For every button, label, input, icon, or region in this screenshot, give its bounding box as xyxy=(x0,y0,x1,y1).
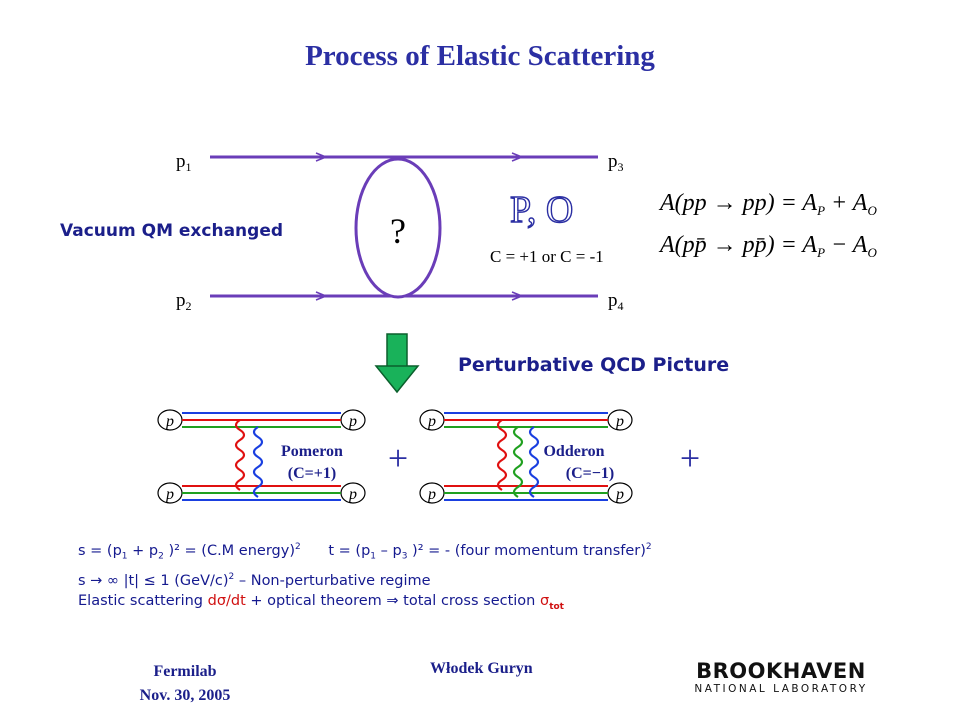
svg-text:p: p xyxy=(348,413,357,430)
label-p4: p4 xyxy=(608,290,624,313)
exchange-symbols: P, O xyxy=(510,189,573,231)
formula-line-1: s = (p1 + p2 )² = (C.M energy)2 t = (p1 … xyxy=(78,542,652,562)
brookhaven-logo: BROOKHAVEN NATIONAL LABORATORY xyxy=(686,658,876,698)
plus-sign-2: + xyxy=(680,438,700,478)
vacuum-label: Vacuum QM exchanged xyxy=(60,221,284,241)
plus-sign-1: + xyxy=(388,438,408,478)
down-arrow-icon xyxy=(374,333,420,394)
page-title: Process of Elastic Scattering xyxy=(305,40,655,72)
pomeron-name: Pomeron xyxy=(281,443,343,460)
footer-author: Włodek Guryn xyxy=(430,660,533,677)
svg-text:p: p xyxy=(615,413,624,430)
top-arrow-left xyxy=(315,152,329,162)
svg-text:p: p xyxy=(427,486,436,503)
footer-fermilab: Fermilab xyxy=(153,663,217,680)
odderon-diagram: p p p p Odderon (C=−1) xyxy=(419,409,633,504)
footer-institution: Fermilab Nov. 30, 2005 xyxy=(100,660,270,708)
footer-date: Nov. 30, 2005 xyxy=(139,687,231,704)
pomeron-diagram: p p p p Pomeron (C=+1) xyxy=(157,409,366,504)
bottom-arrow-right xyxy=(511,291,525,301)
qcd-diagrams: p p p p Pomeron (C=+1) + p p p p xyxy=(157,409,700,504)
odderon-name: Odderon xyxy=(543,443,604,460)
label-p2: p2 xyxy=(176,290,192,313)
gluon-blue xyxy=(252,426,264,498)
odderon-c: (C=−1) xyxy=(566,465,614,482)
svg-text:p: p xyxy=(165,486,174,503)
top-arrow-right xyxy=(511,152,525,162)
svg-text:p: p xyxy=(348,486,357,503)
formula-block: s = (p1 + p2 )² = (C.M energy)2 t = (p1 … xyxy=(78,537,652,616)
svg-text:p: p xyxy=(165,413,174,430)
svg-text:NATIONAL LABORATORY: NATIONAL LABORATORY xyxy=(694,683,867,694)
blob-question-mark: ? xyxy=(390,211,406,251)
pomeron-c: (C=+1) xyxy=(288,465,336,482)
exchange-blob xyxy=(354,157,442,299)
svg-text:p: p xyxy=(615,486,624,503)
bottom-arrow-left xyxy=(315,291,329,301)
svg-text:BROOKHAVEN: BROOKHAVEN xyxy=(696,659,866,683)
amplitude-pp: A(pp → pp) = AP + AO xyxy=(658,190,877,218)
amplitude-ppbar: A(pp̄ → pp̄) = AP − AO xyxy=(658,232,877,260)
c-parity-label: C = +1 or C = -1 xyxy=(490,247,604,266)
pqcd-label: Perturbative QCD Picture xyxy=(458,354,730,376)
label-p3: p3 xyxy=(608,151,624,174)
gluon-red xyxy=(234,419,246,491)
label-p1: p1 xyxy=(176,151,192,174)
formula-line-2: s → ∞ |t| ≤ 1 (GeV/c)2 – Non-perturbativ… xyxy=(78,571,431,589)
formula-line-3: Elastic scattering dσ/dt + optical theor… xyxy=(78,592,564,612)
svg-text:p: p xyxy=(427,413,436,430)
